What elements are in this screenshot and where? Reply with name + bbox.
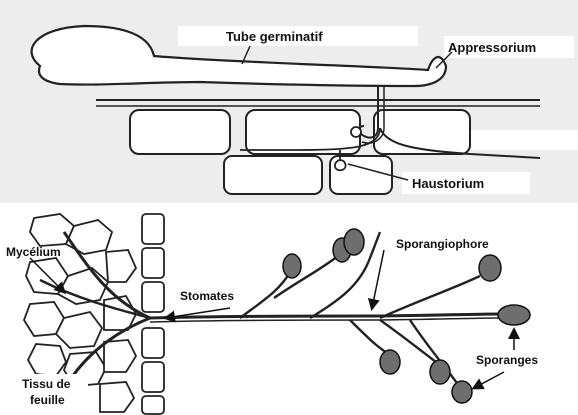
sporangium	[498, 305, 530, 325]
guard-cell	[142, 282, 164, 312]
stomata-column	[142, 214, 164, 414]
sporangium	[283, 254, 301, 278]
sporangium	[479, 255, 501, 281]
sporangia-label: Sporanges	[476, 353, 538, 367]
sporangiophore-main-outer	[150, 318, 500, 322]
bottom-diagram: Mycélium Sporangiophore Stomates Sporang…	[6, 214, 538, 414]
top-diagram: Tube germinatif Appressorium Haustorium	[32, 26, 578, 194]
leaf-tissue-label-line1: Tissu de	[22, 377, 71, 391]
epidermal-cell	[224, 156, 322, 194]
blank-label-box	[470, 130, 578, 150]
sporangiophore-arrow	[372, 250, 384, 308]
haustorium-lobe	[351, 127, 361, 137]
guard-cell	[142, 248, 164, 278]
guard-cell	[142, 396, 164, 414]
sporangium	[430, 360, 450, 384]
guard-cell	[142, 214, 164, 244]
epidermal-cell	[130, 110, 230, 154]
sporangiophore-label: Sporangiophore	[396, 237, 489, 251]
sporangia-arrow-left	[474, 372, 504, 388]
epidermal-cell	[246, 110, 360, 154]
sporangiophore-branch	[240, 272, 290, 318]
sporangium	[452, 381, 472, 403]
sporangiophore-branch	[380, 276, 480, 318]
guard-cell	[142, 362, 164, 392]
guard-cell	[142, 328, 164, 358]
leaf-tissue-label-line2: feuille	[30, 393, 65, 407]
sporangiophore-main	[150, 314, 500, 318]
sporangium	[380, 350, 400, 374]
epidermal-cell	[374, 110, 470, 154]
leaf-cell	[104, 340, 136, 372]
germ-tube-label: Tube germinatif	[226, 29, 323, 44]
haustorium-label: Haustorium	[412, 176, 484, 191]
leaf-cell	[106, 250, 136, 282]
stomata-label: Stomates	[180, 289, 234, 303]
appressorium-label: Appressorium	[448, 40, 536, 55]
leaf-cell	[28, 344, 66, 376]
leaf-cell	[100, 382, 134, 412]
mycelium-label: Mycélium	[6, 245, 61, 259]
sporangium	[344, 229, 364, 255]
